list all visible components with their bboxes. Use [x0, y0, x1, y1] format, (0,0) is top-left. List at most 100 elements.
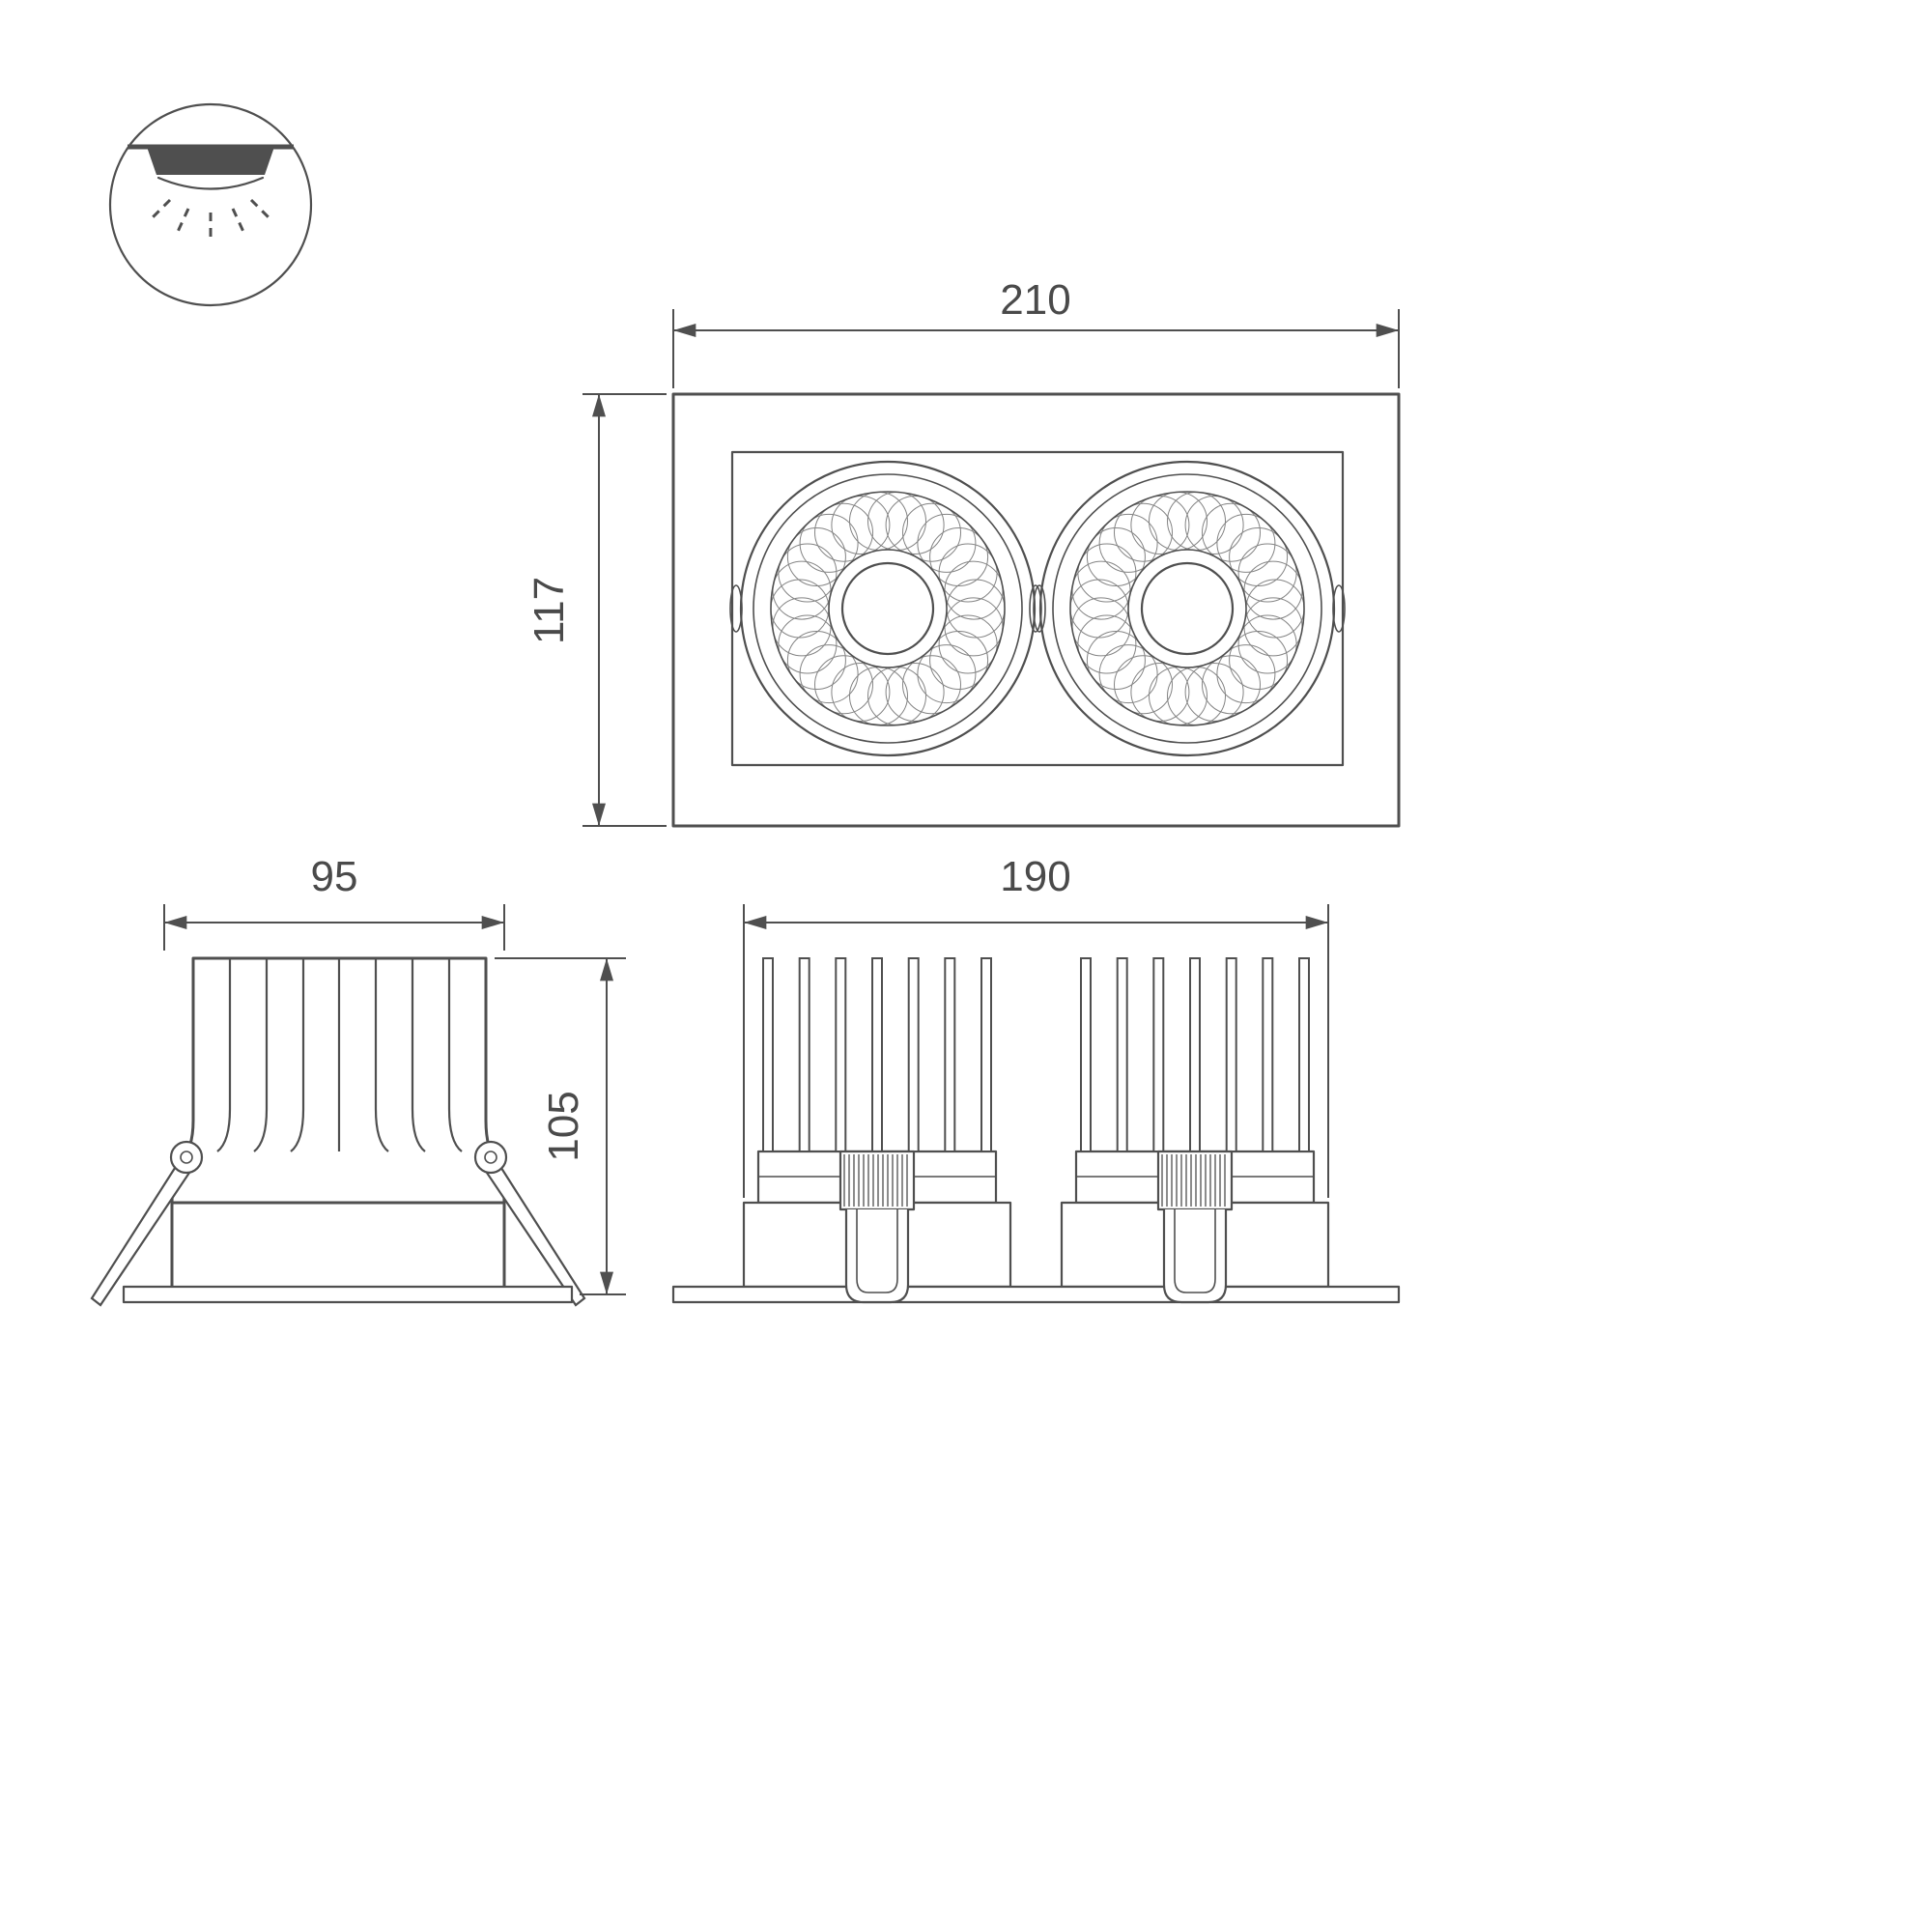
trim-flange-long — [671, 1285, 1401, 1304]
mesh-circle — [1216, 513, 1276, 573]
clip-pivot-right-hole — [484, 1151, 497, 1164]
clip-pivot-left — [169, 1140, 204, 1175]
mesh-circle — [1077, 543, 1137, 603]
fin-line — [411, 958, 426, 1152]
fin — [1152, 957, 1165, 1152]
mesh-circle — [831, 496, 891, 554]
mesh-circle — [1130, 496, 1190, 554]
clip-hatch-left — [843, 1154, 908, 1207]
dimension-front-height: 117 — [526, 393, 667, 827]
mesh-circle — [1237, 614, 1297, 674]
fin — [1298, 957, 1310, 1152]
dim-label-front-height: 117 — [526, 577, 573, 644]
fin — [871, 957, 883, 1152]
mesh-circle — [786, 527, 846, 586]
clip-serrated-block — [1156, 1150, 1234, 1211]
clip-loop-inner — [856, 1209, 898, 1293]
dim-label-side-height: 105 — [540, 1091, 587, 1161]
mesh-circle — [929, 527, 989, 586]
icon-light-rays — [149, 198, 272, 240]
mesh-circle — [1130, 663, 1190, 722]
dimension-side-width: 95 — [163, 853, 505, 951]
reflector-mesh-left — [770, 492, 1006, 725]
mesh-circle — [814, 502, 873, 562]
mesh-circle — [1202, 502, 1261, 562]
mesh-circle — [1184, 496, 1244, 554]
dimension-front-width: 210 — [672, 276, 1400, 388]
front-outer-frame — [671, 392, 1401, 828]
mesh-circle — [917, 644, 977, 704]
mesh-circle — [902, 655, 961, 715]
mesh-circle — [1237, 543, 1297, 603]
clip-pivot-left-hole — [180, 1151, 193, 1164]
reflector-outer-edge — [770, 491, 1006, 726]
back-fins-0 — [762, 957, 992, 1152]
fin — [1116, 957, 1128, 1152]
mesh-circle — [929, 631, 989, 690]
dim-label-front-width: 210 — [1000, 276, 1070, 324]
spring-clip-arm-right — [485, 1163, 586, 1307]
mesh-circle — [831, 663, 891, 722]
gimbal-pivot-mark — [1033, 584, 1046, 633]
fin-line — [216, 958, 232, 1152]
side-fins — [216, 958, 463, 1152]
clip-loop-inner — [1174, 1209, 1216, 1293]
mesh-circle — [1086, 527, 1146, 586]
reflector-outer-edge — [1069, 491, 1305, 726]
front-inner-frame — [730, 450, 1345, 767]
mesh-circle — [1098, 644, 1158, 704]
clip-hatch-right — [1161, 1154, 1226, 1207]
reflector-inner-edge — [828, 549, 948, 668]
mesh-circle — [799, 513, 859, 573]
fin-line — [447, 958, 463, 1152]
mesh-circle — [799, 644, 859, 704]
lamp-left — [729, 460, 1046, 757]
mesh-circle — [1229, 631, 1289, 690]
mesh-circle — [1098, 513, 1158, 573]
reflector-mesh-right — [1069, 492, 1305, 725]
lamp-outer-ring — [1038, 460, 1336, 757]
gimbal-pivot-mark — [1332, 584, 1346, 633]
fin-line — [374, 958, 389, 1152]
mesh-circle — [1184, 663, 1244, 722]
fin — [1262, 957, 1274, 1152]
lamp-right — [1029, 460, 1346, 757]
mesh-circle — [885, 663, 945, 722]
mesh-circle — [938, 543, 998, 603]
mesh-circle — [1202, 655, 1261, 715]
lamp-outer-ring — [739, 460, 1037, 757]
back-fins-1 — [1080, 957, 1310, 1152]
icon-lamp-body — [147, 147, 274, 175]
dimension-back-width: 190 — [743, 853, 1329, 1198]
fin — [907, 957, 920, 1152]
lamp-ring-2 — [753, 473, 1023, 744]
led-aperture — [840, 561, 935, 656]
mesh-circle — [917, 513, 977, 573]
clip-pivot-right — [473, 1140, 508, 1175]
icon-circle — [108, 102, 313, 307]
lamp-ring-2 — [1052, 473, 1322, 744]
dimension-side-height: 105 — [495, 957, 626, 1295]
mesh-circle — [786, 631, 846, 690]
recessed-downlight-icon — [108, 102, 313, 307]
fin-line — [290, 958, 305, 1152]
fin — [835, 957, 847, 1152]
mesh-circle — [1086, 631, 1146, 690]
mesh-circle — [885, 496, 945, 554]
clip-assembly-right — [1156, 1150, 1234, 1304]
dim-label-back-width: 190 — [1000, 853, 1070, 900]
front-view — [671, 392, 1401, 828]
led-aperture — [1140, 561, 1235, 656]
fin — [1225, 957, 1237, 1152]
mesh-circle — [778, 543, 838, 603]
reflector-inner-edge — [1127, 549, 1247, 668]
mesh-circle — [1114, 655, 1173, 715]
trim-flange — [122, 1285, 574, 1304]
mesh-circle — [1077, 614, 1137, 674]
back-view — [671, 957, 1401, 1304]
spring-clip-arm-left — [90, 1163, 191, 1307]
fin — [762, 957, 774, 1152]
mesh-circle — [778, 614, 838, 674]
